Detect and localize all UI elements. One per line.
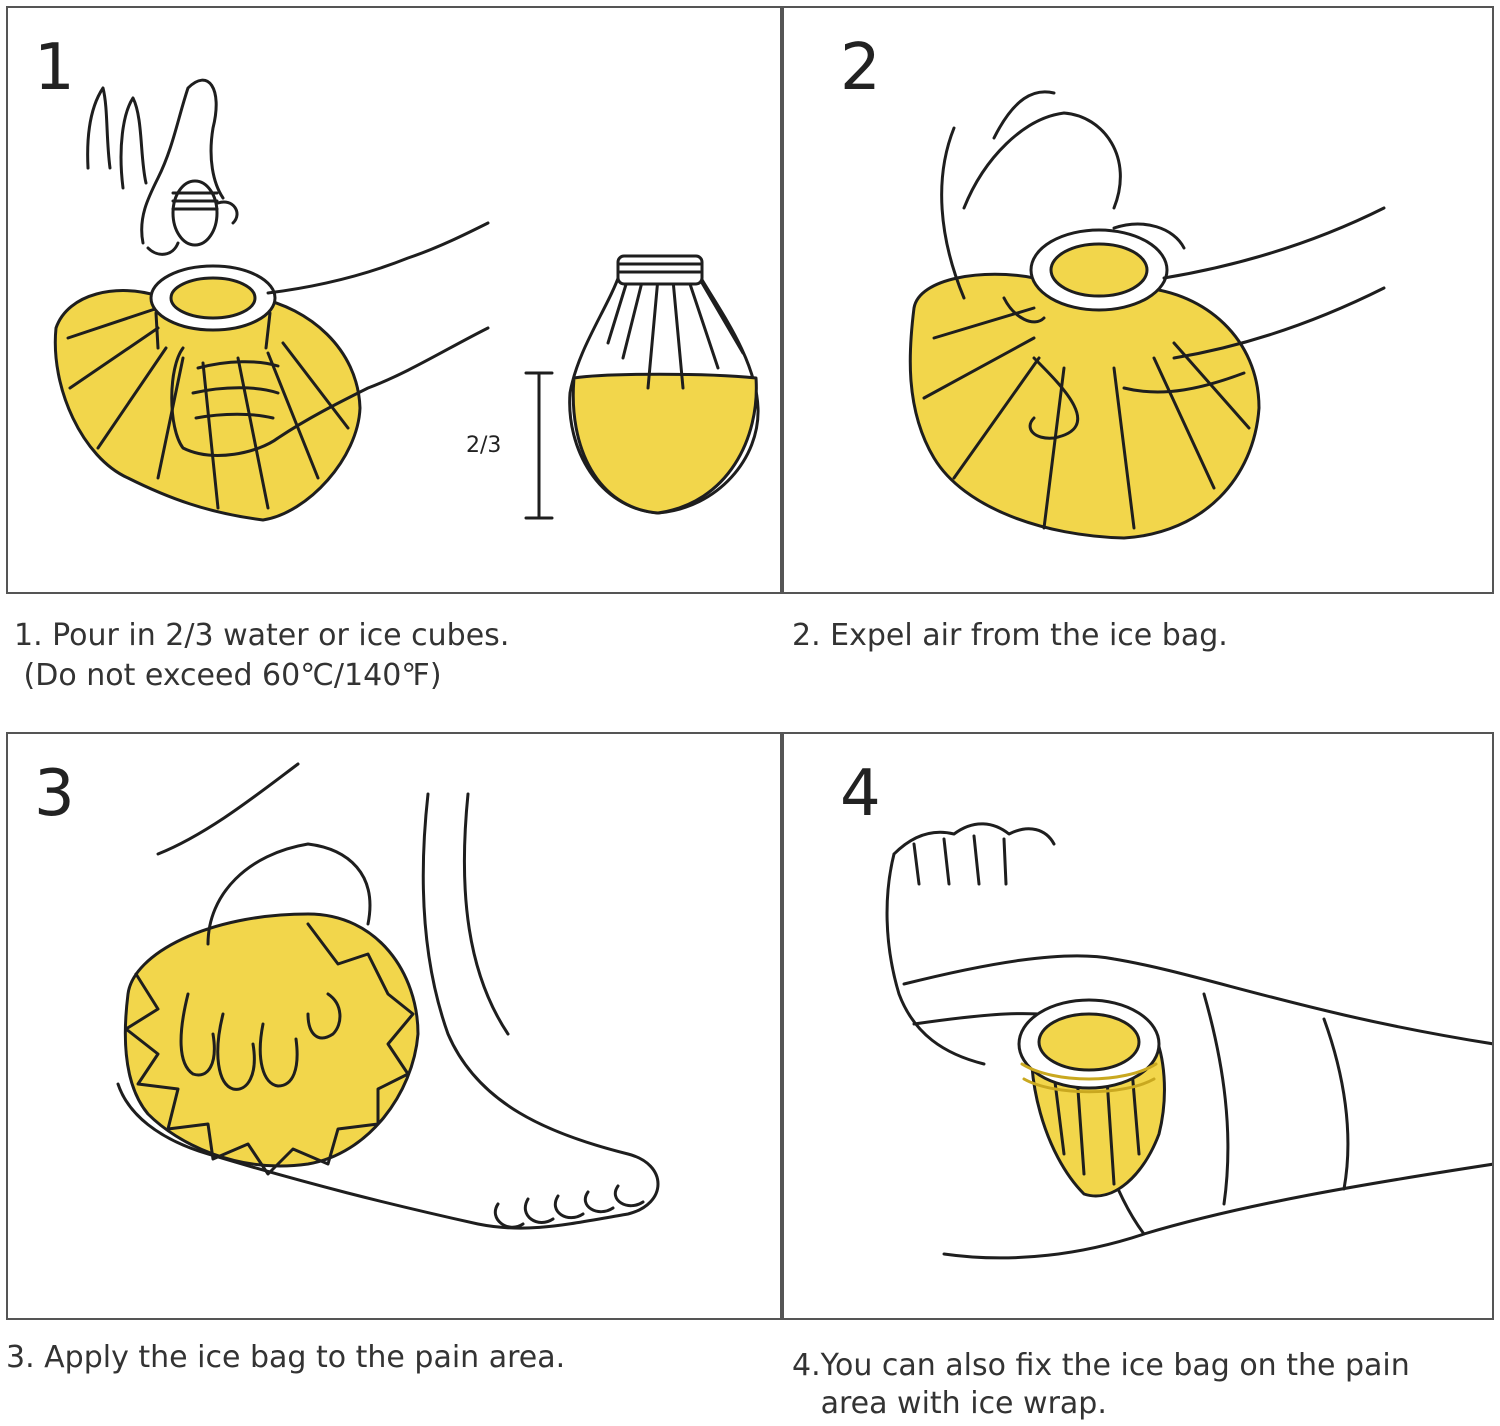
step-3-number: 3 (34, 757, 75, 831)
step-2-caption: 2. Expel air from the ice bag. (792, 618, 1228, 653)
foot (885, 822, 1056, 1066)
step-4-number: 4 (840, 757, 881, 831)
step-3-illustration (116, 762, 660, 1230)
fill-ratio-label: 2/3 (466, 433, 501, 458)
ice-bag-body (908, 272, 1261, 540)
holding-hand (170, 221, 490, 457)
fill-scale-bar (524, 371, 554, 520)
step-3-panel: 3 (6, 732, 782, 1320)
step-4-panel: 4 (782, 732, 1494, 1320)
step-2-illustration (908, 90, 1386, 540)
step-1-caption-line1: 1. Pour in 2/3 water or ice cubes. (14, 618, 510, 653)
step-4-illustration (885, 822, 1492, 1260)
toes (494, 1184, 645, 1229)
step-4-caption-line2: area with ice wrap. (792, 1386, 1107, 1421)
step-1-number: 1 (34, 31, 75, 105)
cap-hand (86, 78, 239, 256)
step-3-caption: 3. Apply the ice bag to the pain area. (6, 1340, 566, 1375)
toes (912, 834, 1008, 886)
ice-wrap-bandage (902, 954, 1492, 1260)
pressing-hand (940, 90, 1386, 440)
filled-bag-neck (616, 254, 704, 286)
bag-cap (171, 179, 219, 247)
step-1-panel: 1 2/3 (6, 6, 782, 594)
step-1-illustration: 2/3 (53, 78, 760, 522)
step-2-number: 2 (840, 31, 881, 105)
step-4-caption-line1: 4.You can also fix the ice bag on the pa… (792, 1348, 1410, 1383)
step-1-caption-line2: (Do not exceed 60℃/140℉) (14, 658, 442, 693)
holding-hand (156, 762, 372, 1091)
ice-bag-body (123, 912, 420, 1168)
step-2-panel: 2 (782, 6, 1494, 594)
